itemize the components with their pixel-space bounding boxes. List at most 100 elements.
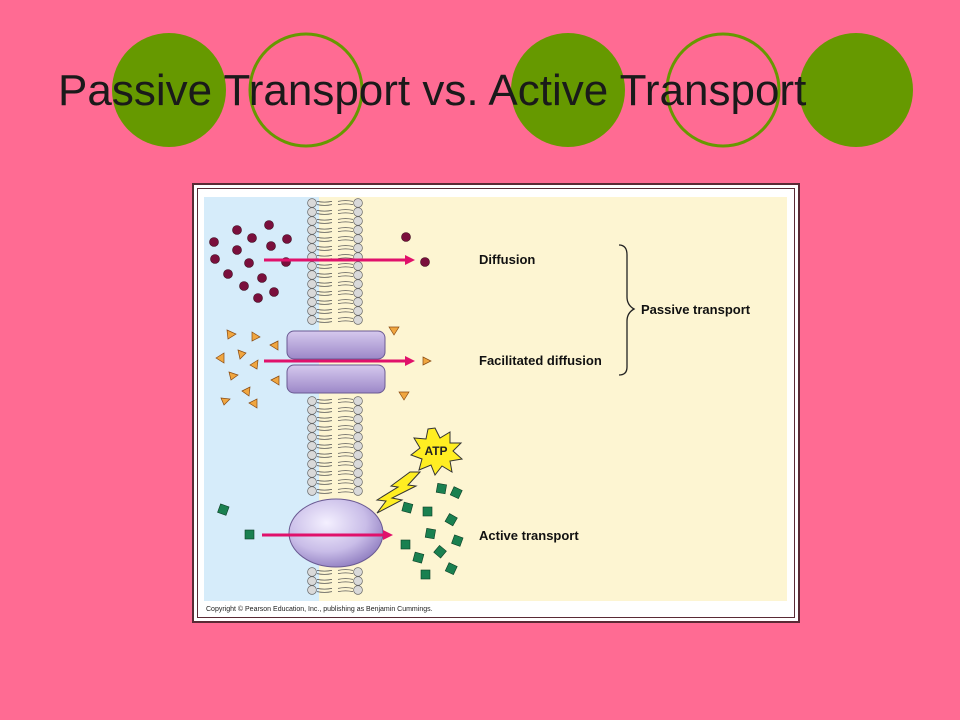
- lipid-tail: [337, 488, 354, 490]
- lipid-tail: [316, 213, 333, 215]
- energy-bolt-icon: [375, 471, 422, 514]
- atp-label: ATP: [424, 444, 447, 458]
- lipid-tail: [337, 299, 354, 301]
- phospholipid-head: [353, 486, 363, 496]
- lipid-tail: [316, 435, 333, 437]
- phospholipid-head: [353, 468, 363, 478]
- lipid-tail: [316, 474, 333, 476]
- lipid-tail: [316, 456, 333, 458]
- lipid-tail: [316, 489, 333, 491]
- lipid-tail: [337, 425, 354, 427]
- phospholipid-head: [353, 477, 363, 487]
- lipid-tail: [316, 276, 333, 278]
- phospholipid-head: [307, 243, 317, 253]
- lipid-tail: [316, 201, 333, 203]
- lipid-tail: [316, 273, 333, 275]
- lipid-tail: [316, 453, 333, 455]
- lipid-tail: [316, 249, 333, 251]
- lipid-tail: [337, 443, 354, 445]
- pump-protein: [288, 498, 384, 568]
- phospholipid-head: [353, 243, 363, 253]
- lipid-tail: [337, 470, 354, 472]
- lipid-tail: [316, 570, 333, 572]
- lipid-tail: [337, 200, 354, 202]
- lipid-tail: [316, 237, 333, 239]
- phospholipid-head: [353, 450, 363, 460]
- phospholipid-head: [307, 216, 317, 226]
- lipid-tail: [316, 267, 333, 269]
- lipid-tail: [337, 410, 354, 412]
- lipid-tail: [316, 408, 333, 410]
- lipid-tail: [337, 293, 354, 295]
- lipid-tail: [337, 221, 354, 223]
- lipid-tail: [316, 429, 333, 431]
- lipid-tail: [316, 417, 333, 419]
- phospholipid-head: [307, 477, 317, 487]
- lipid-tail: [316, 411, 333, 413]
- lipid-tail: [337, 302, 354, 304]
- lipid-tail: [316, 210, 333, 212]
- decor-circle-ring-2: [665, 32, 781, 148]
- lipid-tail: [337, 209, 354, 211]
- phospholipid-head: [307, 432, 317, 442]
- lipid-tail: [316, 303, 333, 305]
- lipid-tail: [337, 416, 354, 418]
- decor-circle-ring-1: [248, 32, 364, 148]
- lipid-tail: [316, 219, 333, 221]
- lipid-tail: [337, 212, 354, 214]
- lipid-tail: [316, 591, 333, 593]
- lipid-tail: [316, 480, 333, 482]
- lipid-tail: [337, 245, 354, 247]
- phospholipid-head: [353, 207, 363, 217]
- phospholipid-head: [353, 297, 363, 307]
- lipid-tail: [337, 464, 354, 466]
- lipid-tail: [337, 407, 354, 409]
- lipid-tail: [316, 231, 333, 233]
- phospholipid-head: [307, 261, 317, 271]
- passive-transport-bracket: [618, 244, 636, 376]
- phospholipid-head: [353, 567, 363, 577]
- passive-transport-label: Passive transport: [641, 302, 751, 317]
- phospholipid-head: [307, 450, 317, 460]
- lipid-tail: [337, 311, 354, 313]
- lipid-tail: [337, 227, 354, 229]
- phospholipid-head: [307, 270, 317, 280]
- lipid-tail: [337, 266, 354, 268]
- lipid-tail: [337, 572, 354, 574]
- phospholipid-head: [353, 261, 363, 271]
- lipid-tail: [337, 248, 354, 250]
- phospholipid-head: [353, 216, 363, 226]
- phospholipid-head: [353, 288, 363, 298]
- lipid-tail: [316, 228, 333, 230]
- facilitated-particles: [215, 326, 432, 409]
- lipid-tail: [316, 282, 333, 284]
- phospholipid-head: [307, 567, 317, 577]
- phospholipid-head: [353, 225, 363, 235]
- diffusion-label: Diffusion: [479, 252, 535, 267]
- lipid-tail: [316, 222, 333, 224]
- diffusion-particles: [209, 220, 430, 303]
- membrane-transport-diagram: ATP Diffusion Facilitated diffusion Pass…: [204, 197, 787, 613]
- lipid-tail: [337, 482, 354, 484]
- phospholipid-head: [307, 423, 317, 433]
- phospholipid-head: [353, 432, 363, 442]
- lipid-tail: [337, 263, 354, 265]
- active-transport-label: Active transport: [479, 528, 579, 543]
- lipid-tail: [316, 309, 333, 311]
- phospholipid-head: [353, 306, 363, 316]
- lipid-tail: [337, 320, 354, 322]
- lipid-tail: [337, 455, 354, 457]
- copyright-notice: Copyright © Pearson Education, Inc., pub…: [206, 605, 433, 613]
- phospholipid-head: [307, 585, 317, 595]
- lipid-tail: [316, 438, 333, 440]
- phospholipid-head: [353, 414, 363, 424]
- lipid-tail: [337, 398, 354, 400]
- lipid-tail: [337, 308, 354, 310]
- lipid-tail: [337, 236, 354, 238]
- lipid-tail: [316, 399, 333, 401]
- lipid-tail: [316, 402, 333, 404]
- slide-title: Passive Transport vs. Active Transport: [58, 66, 807, 115]
- lipid-tail: [316, 444, 333, 446]
- decor-circle-filled-2: [511, 33, 625, 147]
- lipid-tail: [316, 318, 333, 320]
